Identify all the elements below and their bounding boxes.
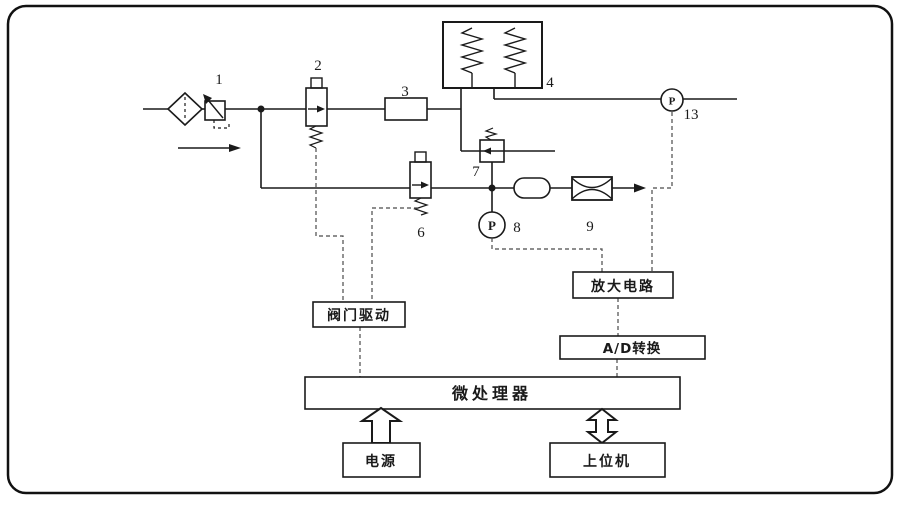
relief-valve-7-symbol <box>479 127 505 163</box>
host-computer-block: 上位机 <box>549 442 666 478</box>
label-2: 2 <box>314 58 322 74</box>
power-arrow-icon <box>358 406 404 444</box>
data-exchange-arrow-icon <box>585 407 619 445</box>
amplifier-label: 放大电路 <box>590 278 655 295</box>
label-7: 7 <box>472 164 480 180</box>
pipe-lines <box>143 88 737 212</box>
valve-drive-label: 阀门驱动 <box>327 307 391 324</box>
label-8: 8 <box>513 220 521 236</box>
ad-converter-label: A/D转换 <box>603 340 662 357</box>
label-3: 3 <box>401 84 409 100</box>
valve-drive-block: 阀门驱动 <box>312 301 406 328</box>
label-9: 9 <box>586 219 594 235</box>
microprocessor-block: 微处理器 <box>304 376 681 410</box>
pressure-regulator-symbol <box>203 94 230 129</box>
pressure-sensor-13-symbol: P <box>660 88 684 112</box>
power-supply-label: 电源 <box>365 453 397 470</box>
microprocessor-label: 微处理器 <box>451 384 532 403</box>
ad-converter-block: A/D转换 <box>559 335 706 360</box>
pressure-sensor-13-letter: P <box>669 96 676 108</box>
pipe-junction-dots <box>257 105 496 192</box>
amplifier-block: 放大电路 <box>572 271 674 299</box>
pressure-sensor-8-letter: P <box>488 218 496 233</box>
valve-6-symbol <box>409 151 432 216</box>
label-6: 6 <box>417 225 425 241</box>
flow-element-9-symbol <box>571 176 613 201</box>
damper-capsule-symbol <box>513 177 551 199</box>
outlet-flow-arrow-icon <box>612 183 646 193</box>
restrictor-3-symbol <box>384 97 428 121</box>
valve-2-symbol <box>305 77 328 149</box>
pressure-sensor-8-symbol: P <box>478 211 506 239</box>
label-4: 4 <box>546 75 554 91</box>
label-1: 1 <box>215 72 223 88</box>
inlet-flow-arrow-icon <box>178 144 241 152</box>
host-computer-label: 上位机 <box>583 453 631 470</box>
filter-symbol <box>166 91 204 127</box>
spring-actuator-4-symbol <box>442 21 543 89</box>
power-supply-block: 电源 <box>342 442 421 478</box>
frame-border <box>6 4 894 495</box>
component-number-labels: 1 2 3 4 6 7 8 9 13 <box>215 58 698 241</box>
control-signal-lines <box>315 112 673 377</box>
label-13: 13 <box>684 107 699 123</box>
